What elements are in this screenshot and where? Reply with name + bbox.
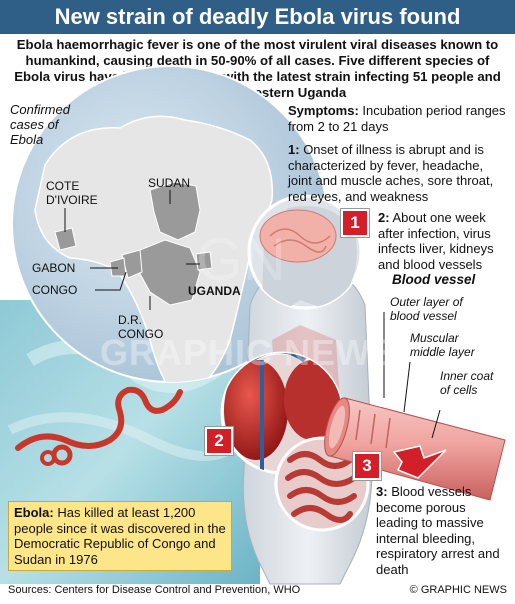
ebola-info-label: Ebola: [14, 505, 54, 520]
credit-footer: © GRAPHIC NEWS [409, 584, 507, 596]
uganda-shape [195, 251, 213, 271]
vessel-inner-label: Inner coat of cells [440, 369, 494, 397]
ebola-info-body: Has killed at least 1,200 people since i… [14, 505, 226, 567]
label-sudan: SUDAN [148, 176, 191, 190]
brain [259, 209, 337, 263]
label-drc: D.R. CONGO [118, 313, 164, 341]
flow-arrow [392, 445, 447, 479]
symptom-stage-3: 3: Blood vessels become porous leading t… [376, 484, 510, 577]
incubation-text: Incubation period ranges from 2 to 21 da… [288, 103, 506, 134]
vessel-leader-lines [383, 312, 441, 439]
label-congo: CONGO [32, 283, 78, 297]
congo-shape [121, 249, 143, 279]
symptoms-incubation: Symptoms: Incubation period ranges from … [288, 103, 508, 134]
symptoms-heading: Symptoms: [288, 103, 359, 118]
label-uganda: UGANDA [188, 284, 241, 298]
map-leader-lines [64, 190, 200, 310]
cote-divoire-shape [54, 227, 77, 251]
label-gabon: GABON [32, 261, 76, 275]
vessel-middle-label: Muscular middle layer [410, 331, 475, 359]
drc-shape [137, 239, 201, 306]
stage-1-number: 1: [288, 142, 300, 157]
watermark-text: GRAPHIC NEWS [100, 332, 397, 373]
vessel-heading: Blood vessel [392, 272, 476, 287]
title-banner: New strain of deadly Ebola virus found [0, 0, 515, 34]
stage-3-badge: 3 [353, 452, 381, 480]
stage-2-number: 2: [378, 210, 390, 225]
ebola-info-box: Ebola: Has killed at least 1,200 people … [8, 501, 232, 571]
stage-1-text: Onset of illness is abrupt and is charac… [288, 142, 494, 204]
stage-3-text: Blood vessels become porous leading to m… [376, 484, 500, 577]
sources-footer: Sources: Centers for Disease Control and… [8, 584, 301, 596]
vessel-outer-label: Outer layer of blood vessel [390, 295, 463, 323]
stage-2-badge: 2 [205, 427, 233, 455]
map-caption: Confirmed cases of Ebola [10, 102, 70, 147]
ebola-info-text: Ebola: Has killed at least 1,200 people … [14, 505, 228, 567]
liver [224, 360, 288, 460]
symptom-stage-2: 2: About one week after infection, virus… [378, 210, 510, 272]
sudan-shape [149, 181, 201, 241]
label-cote-divoire: COTE D'IVOIRE [46, 179, 98, 207]
stage-1-badge: 1 [341, 209, 369, 237]
intestines [285, 451, 357, 523]
symptom-stage-1: 1: Onset of illness is abrupt and is cha… [288, 142, 510, 204]
stage-2-text: About one week after infection, virus in… [378, 210, 494, 272]
watermark-logo: GN [196, 226, 286, 293]
stage-3-number: 3: [376, 484, 388, 499]
gabon-shape [109, 257, 127, 277]
virus-filament [15, 386, 183, 451]
